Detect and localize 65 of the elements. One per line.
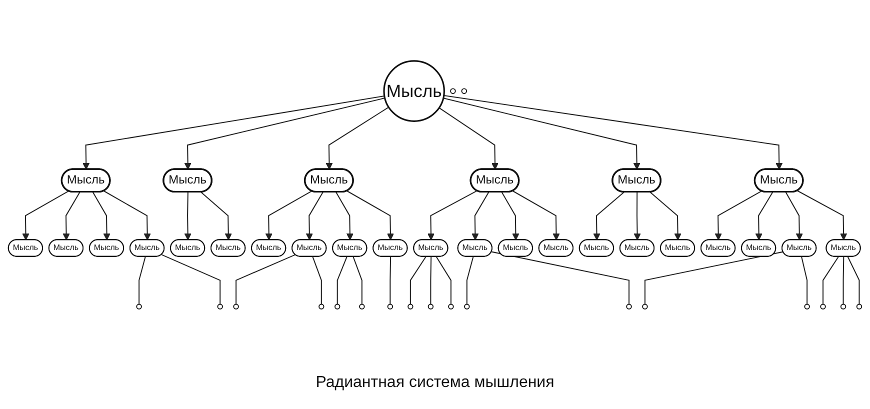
node-circle bbox=[804, 304, 810, 310]
arrow bbox=[797, 190, 848, 240]
arrow bbox=[444, 94, 783, 170]
node-circle bbox=[428, 304, 434, 310]
connector bbox=[410, 256, 426, 304]
connector bbox=[822, 256, 839, 304]
arrow bbox=[62, 192, 80, 240]
arrow bbox=[443, 98, 640, 170]
node-circle bbox=[387, 304, 394, 310]
arrow bbox=[82, 95, 384, 170]
arrow bbox=[326, 106, 389, 170]
arrow bbox=[650, 192, 682, 240]
connector bbox=[138, 256, 146, 304]
node-circle bbox=[217, 304, 223, 310]
arrow bbox=[265, 190, 312, 240]
connector bbox=[436, 256, 452, 304]
arrow bbox=[427, 190, 478, 240]
caption: Радиантная система мышления bbox=[316, 374, 554, 392]
node-circle bbox=[840, 304, 846, 310]
connector bbox=[236, 254, 296, 304]
arrow bbox=[200, 192, 232, 240]
arrow bbox=[336, 192, 354, 240]
connector bbox=[644, 251, 784, 304]
connector bbox=[847, 256, 860, 304]
connector bbox=[312, 256, 322, 304]
node-circle bbox=[642, 304, 648, 310]
arrow bbox=[306, 192, 324, 240]
node-circle bbox=[136, 304, 142, 310]
arrow bbox=[714, 190, 762, 240]
arrow bbox=[92, 192, 110, 240]
node-circle bbox=[450, 88, 456, 94]
node-circle bbox=[408, 304, 414, 310]
connector bbox=[336, 256, 348, 304]
arrow bbox=[755, 192, 774, 240]
connector bbox=[430, 256, 432, 304]
arrow bbox=[184, 192, 192, 240]
arrow bbox=[346, 190, 394, 240]
arrow bbox=[512, 190, 560, 240]
node-circle bbox=[626, 304, 632, 310]
node-circle bbox=[448, 304, 454, 310]
node-circle bbox=[464, 304, 470, 310]
arrow bbox=[184, 98, 385, 170]
connector bbox=[492, 251, 630, 304]
arrow bbox=[22, 190, 69, 240]
node-circle bbox=[334, 304, 340, 310]
connector bbox=[390, 256, 392, 304]
node-circle bbox=[461, 88, 467, 94]
connector bbox=[801, 256, 808, 304]
node-circle bbox=[856, 304, 862, 310]
connector bbox=[466, 256, 474, 304]
node-circle: Мысль bbox=[383, 60, 445, 122]
arrow bbox=[501, 192, 520, 240]
node-circle bbox=[359, 304, 365, 310]
connector bbox=[161, 254, 221, 304]
arrow bbox=[104, 190, 151, 240]
node-circle bbox=[233, 304, 239, 310]
connector bbox=[842, 256, 844, 304]
arrow bbox=[593, 192, 624, 240]
arrow bbox=[472, 192, 490, 240]
connector bbox=[352, 256, 362, 304]
arrow bbox=[438, 107, 498, 170]
node-circle bbox=[318, 304, 324, 310]
arrow bbox=[634, 192, 641, 240]
arrow bbox=[785, 192, 803, 240]
node-circle bbox=[820, 304, 826, 310]
